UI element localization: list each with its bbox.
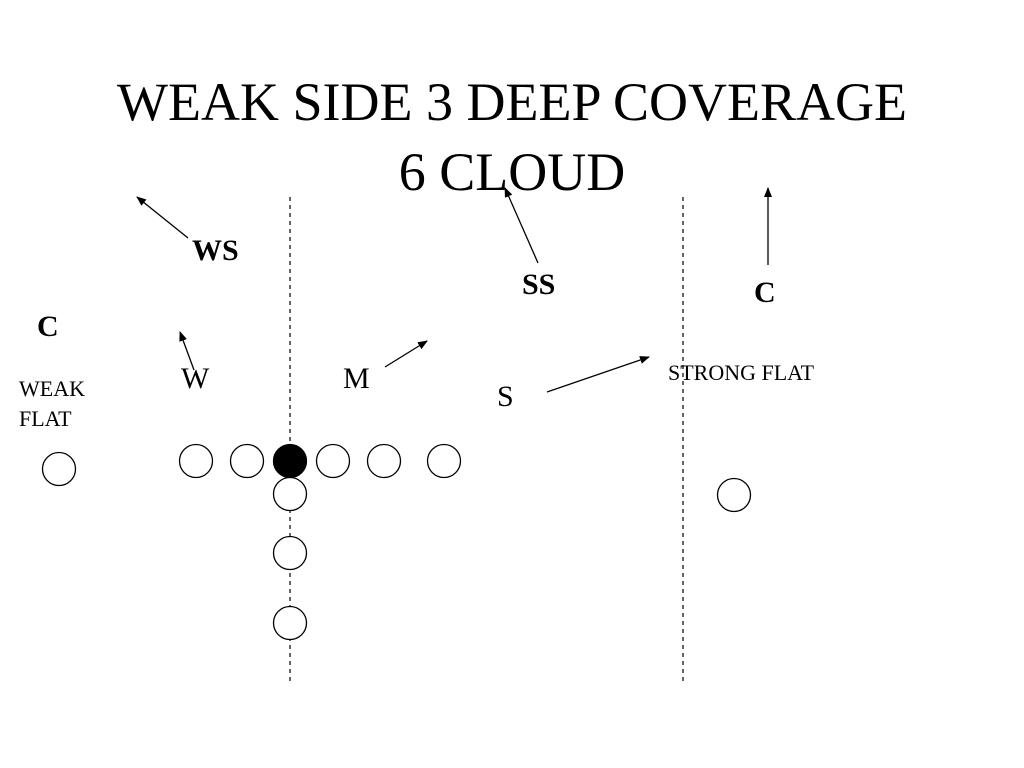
offense-quarterback xyxy=(272,476,308,512)
zone-label-strong-flat: STRONG FLAT xyxy=(668,360,815,385)
offense-left-guard xyxy=(229,443,265,479)
defender-label-m: M xyxy=(343,362,370,395)
offense-right-guard xyxy=(315,443,351,479)
offense-left-tackle xyxy=(178,443,214,479)
offense-flanker xyxy=(716,477,752,513)
offense-fullback xyxy=(272,535,308,571)
offense-center xyxy=(272,443,308,479)
s-arrow xyxy=(546,356,650,393)
slide-title-line-1: WEAK SIDE 3 DEEP COVERAGE xyxy=(117,72,907,132)
offense-split-end xyxy=(41,451,77,487)
offense-tailback xyxy=(272,605,308,641)
defender-label-c-strong: C xyxy=(754,276,776,309)
defender-label-ss: SS xyxy=(522,268,555,301)
ws-arrow xyxy=(136,196,189,239)
w-arrow xyxy=(179,331,195,371)
defender-label-w: W xyxy=(181,362,210,395)
defender-label-ws: WS xyxy=(192,234,239,267)
zone-label-weak-flat-line-2: FLAT xyxy=(19,406,72,431)
zone-label-weak-flat-line-1: WEAK xyxy=(19,376,85,401)
m-arrow xyxy=(384,340,428,368)
defender-label-c-weak: C xyxy=(37,310,59,343)
offense-right-tackle xyxy=(366,443,402,479)
offense-tight-end xyxy=(426,443,462,479)
ss-arrow xyxy=(504,187,539,264)
defender-label-s: S xyxy=(497,380,514,413)
